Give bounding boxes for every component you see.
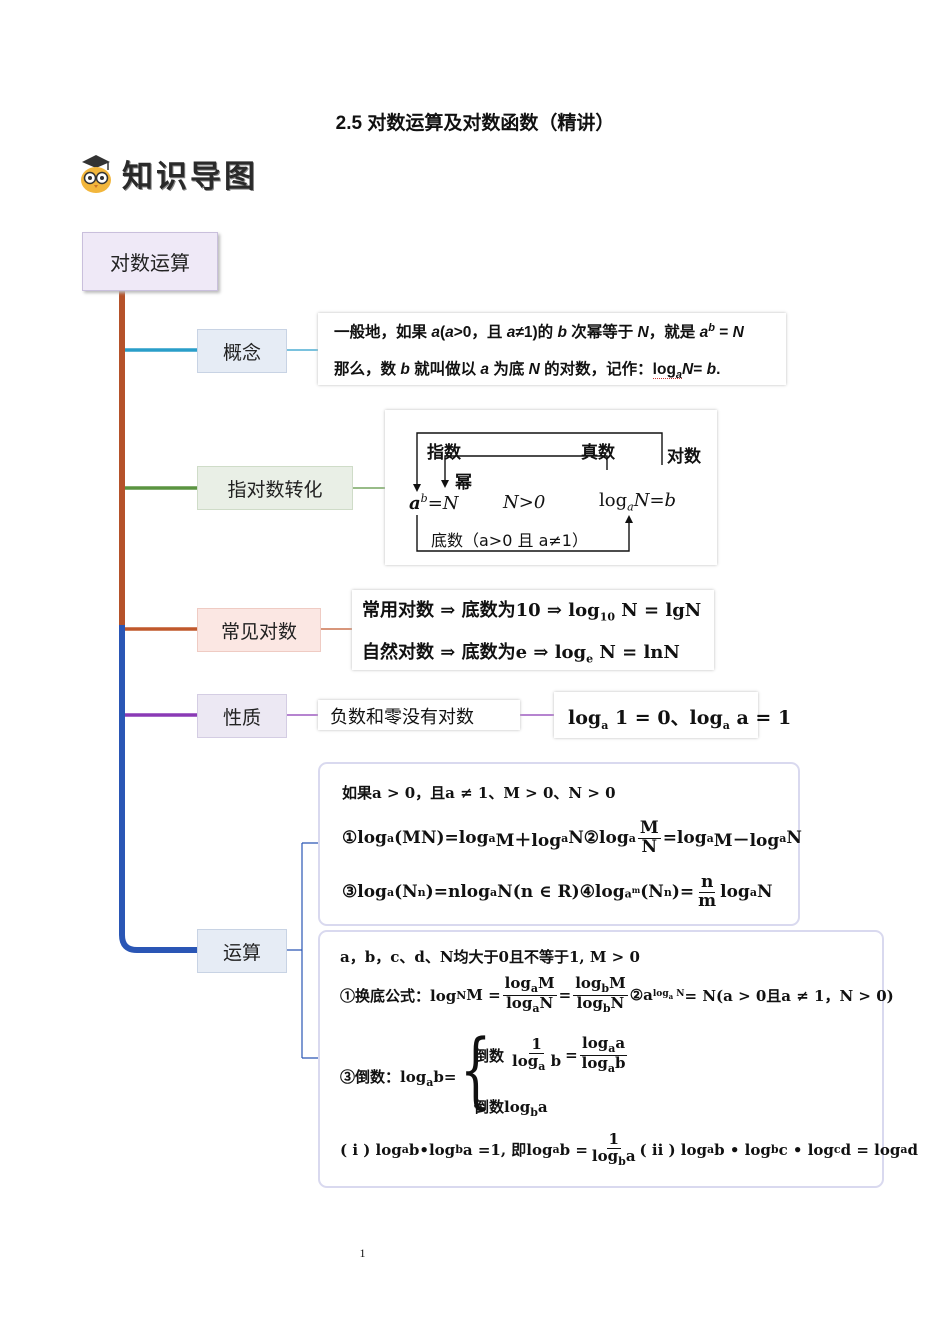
op1-condition: 如果a > 0，且a ≠ 1、M > 0、N > 0: [342, 784, 616, 802]
branch-common: 常见对数: [197, 608, 321, 652]
branch-property: 性质: [197, 694, 287, 738]
concept-box: 一般地，如果 a(a>0，且 a≠1)的 b 次幂等于 N，就是 ab = N …: [318, 313, 786, 385]
op2-reciprocal-label: ③倒数：logab=: [340, 1068, 457, 1089]
convert-right-formula: logaN=b: [599, 490, 677, 514]
common-line-1: 常用对数 ⇒ 底数为10 ⇒ log10 N = lgN: [362, 600, 702, 624]
mindmap-title: 知识导图: [122, 158, 258, 195]
concept-line-1: 一般地，如果 a(a>0，且 a≠1)的 b 次幂等于 N，就是 ab = N: [334, 321, 744, 341]
page-title: 2.5 对数运算及对数函数（精讲）: [335, 113, 615, 134]
page-number: 1: [359, 1246, 366, 1260]
op2-reciprocal-branch-2: 倒数logba: [474, 1098, 548, 1119]
trunk-lower: [119, 625, 197, 953]
branch-operation: 运算: [197, 929, 287, 973]
mindmap-header: 知识导图: [78, 150, 258, 196]
label-duishu: 对数: [667, 447, 701, 467]
op2-brace: {: [460, 1023, 492, 1118]
label-mi: 幂: [455, 473, 472, 493]
owl-graduate-icon: [81, 155, 111, 193]
property-text-box: 负数和零没有对数: [318, 700, 520, 730]
concept-line-2: 那么，数 b 就叫做以 a 为底 N 的对数，记作：logaN= b.: [334, 361, 721, 382]
branch-concept: 概念: [197, 329, 287, 373]
convert-left-formula: ab=N: [409, 492, 459, 514]
convert-box: 指数 真数 对数 幂 ab=N N>0 logaN=b 底数（a>0 且 a≠1…: [385, 410, 717, 565]
common-line-2: 自然对数 ⇒ 底数为e ⇒ loge N = lnN: [362, 642, 680, 666]
label-zhenshu: 真数: [581, 443, 615, 463]
convert-mid: N>0: [503, 492, 546, 513]
convert-arrows: [413, 432, 663, 552]
root-node: 对数运算: [82, 232, 218, 291]
label-zhishu: 指数: [427, 443, 461, 463]
property-formula-box: loga 1 = 0、loga a = 1: [554, 692, 791, 738]
common-box: 常用对数 ⇒ 底数为10 ⇒ log10 N = lgN 自然对数 ⇒ 底数为e…: [352, 590, 714, 670]
convert-base: 底数（a>0 且 a≠1）: [431, 531, 588, 550]
op2-condition: a，b，c、d、N均大于0且不等于1, M > 0: [340, 948, 640, 966]
branch-convert: 指对数转化: [197, 466, 353, 510]
